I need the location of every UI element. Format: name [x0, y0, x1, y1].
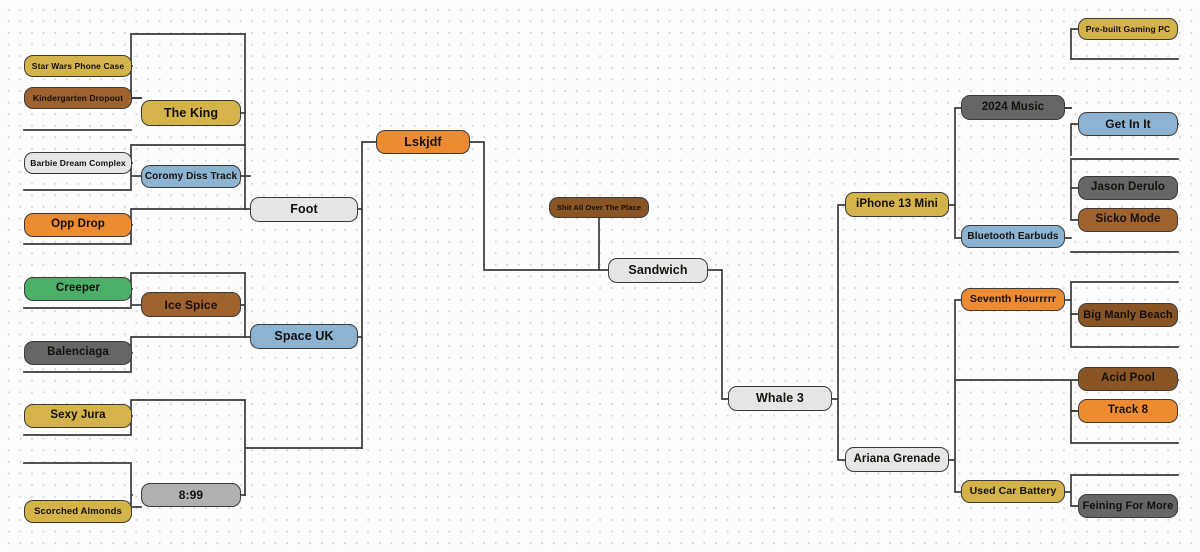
bracket-node-label: Seventh Hourrrrr [969, 293, 1057, 306]
connector-l-lskjdf-in [361, 141, 377, 449]
bracket-node-big-manly-beach[interactable]: Big Manly Beach [1078, 303, 1178, 327]
bracket-node-balenciaga[interactable]: Balenciaga [24, 341, 132, 365]
bracket-node-lskjdf[interactable]: Lskjdf [376, 130, 470, 154]
bracket-node-label: 2024 Music [981, 100, 1045, 113]
bracket-node-whale-3[interactable]: Whale 3 [728, 386, 832, 411]
bracket-node-star-wars-phone-case[interactable]: Star Wars Phone Case [24, 55, 132, 77]
bracket-node-label: Lskjdf [404, 134, 442, 149]
connector-l-foot-in [240, 175, 251, 210]
bracket-node-scorched-almonds[interactable]: Scorched Almonds [24, 500, 132, 523]
bracket-node-sicko-mode[interactable]: Sicko Mode [1078, 208, 1178, 232]
bracket-node-label: Balenciaga [47, 346, 109, 359]
bracket-node-ice-spice[interactable]: Ice Spice [141, 292, 241, 317]
bracket-node-shit-all-over-the-place[interactable]: Shit All Over The Place [549, 197, 649, 218]
bracket-node-label: Kindergarten Dropout [32, 92, 124, 103]
bracket-node-label: Sicko Mode [1095, 213, 1161, 226]
bracket-node-creeper[interactable]: Creeper [24, 277, 132, 301]
connector-r-ariana-in [948, 299, 962, 493]
connector-r-seventh-upper [1070, 281, 1179, 315]
connector-l-spaceuk-in [240, 272, 251, 338]
bracket-node-label: Sexy Jura [50, 409, 106, 422]
bracket-node-label: Track 8 [1107, 404, 1149, 417]
bracket-node-label: Pre-built Gaming PC [1085, 23, 1171, 34]
bracket-node-sandwich[interactable]: Sandwich [608, 258, 708, 283]
bracket-node-barbie-dream-complex[interactable]: Barbie Dream Complex [24, 152, 132, 174]
connector-r-whale-out [831, 204, 846, 461]
bracket-node-the-king[interactable]: The King [141, 100, 241, 126]
bracket-node-kindergarten-dropout[interactable]: Kindergarten Dropout [24, 87, 132, 109]
bracket-node-sexy-jura[interactable]: Sexy Jura [24, 404, 132, 428]
bracket-node-label: Scorched Almonds [34, 505, 122, 517]
bracket-node-label: Space UK [274, 329, 334, 344]
bracket-node-space-uk[interactable]: Space UK [250, 324, 358, 349]
bracket-node-label: Big Manly Beach [1083, 308, 1173, 321]
bracket-node-label: 8:99 [178, 488, 204, 502]
connector-r-earbuds-out [1064, 158, 1179, 239]
bracket-node-label: The King [163, 105, 219, 120]
bracket-node-label: Bluetooth Earbuds [967, 230, 1059, 242]
bracket-node-label: Whale 3 [756, 391, 804, 406]
bracket-node-foot[interactable]: Foot [250, 197, 358, 222]
bracket-node-label: Barbie Dream Complex [30, 157, 126, 168]
bracket-node-label: Ariana Grenade [853, 452, 941, 465]
bracket-node-label: Creeper [55, 282, 101, 295]
bracket-node-bluetooth-earbuds[interactable]: Bluetooth Earbuds [961, 225, 1065, 248]
bracket-node-eight-ninetynine[interactable]: 8:99 [141, 483, 241, 507]
bracket-node-label: Sandwich [628, 263, 688, 278]
bracket-node-label: Feining For More [1082, 499, 1174, 512]
bracket-node-track-8[interactable]: Track 8 [1078, 399, 1178, 423]
bracket-node-label: Used Car Battery [969, 485, 1057, 498]
connector-l-lskjdf-out [469, 141, 609, 271]
bracket-node-iphone-13-mini[interactable]: iPhone 13 Mini [845, 192, 949, 217]
connector-l-pair-1 [130, 33, 246, 99]
bracket-node-get-in-it[interactable]: Get In It [1078, 112, 1178, 136]
bracket-node-label: Get In It [1105, 117, 1151, 131]
bracket-node-label: iPhone 13 Mini [856, 197, 938, 210]
connector-r-usedcar-out [1064, 474, 1179, 507]
connector-r-acid-branch [954, 379, 1179, 412]
bracket-node-2024-music[interactable]: 2024 Music [961, 95, 1065, 120]
bracket-node-seventh-hourrrrr[interactable]: Seventh Hourrrrr [961, 288, 1065, 311]
bracket-node-label: Shit All Over The Place [556, 202, 642, 212]
bracket-node-feining-for-more[interactable]: Feining For More [1078, 494, 1178, 518]
bracket-node-label: Foot [290, 202, 318, 217]
connector-r-iphone-in [948, 107, 962, 239]
bracket-node-jason-derulo[interactable]: Jason Derulo [1078, 176, 1178, 200]
connector-r-track8-lower [1070, 410, 1179, 444]
bracket-node-label: Acid Pool [1101, 372, 1155, 385]
connector-r-seventh-out [1064, 299, 1179, 348]
bracket-node-label: Opp Drop [51, 218, 105, 231]
connector-l-lower-left-merge [244, 399, 363, 496]
bracket-node-opp-drop[interactable]: Opp Drop [24, 213, 132, 237]
bracket-node-label: Coromy Diss Track [144, 170, 238, 182]
bracket-node-acid-pool[interactable]: Acid Pool [1078, 367, 1178, 391]
connector-l-sandwich-out [707, 269, 729, 400]
bracket-node-label: Ice Spice [164, 297, 218, 312]
bracket-node-used-car-battery[interactable]: Used Car Battery [961, 480, 1065, 503]
bracket-node-ariana-grenade[interactable]: Ariana Grenade [845, 447, 949, 472]
connector-r-2024-out [1064, 28, 1179, 109]
bracket-node-pre-built-gaming-pc[interactable]: Pre-built Gaming PC [1078, 18, 1178, 40]
bracket-node-coromy-diss-track[interactable]: Coromy Diss Track [141, 165, 241, 188]
bracket-node-label: Star Wars Phone Case [31, 60, 125, 71]
bracket-node-label: Jason Derulo [1090, 181, 1166, 194]
